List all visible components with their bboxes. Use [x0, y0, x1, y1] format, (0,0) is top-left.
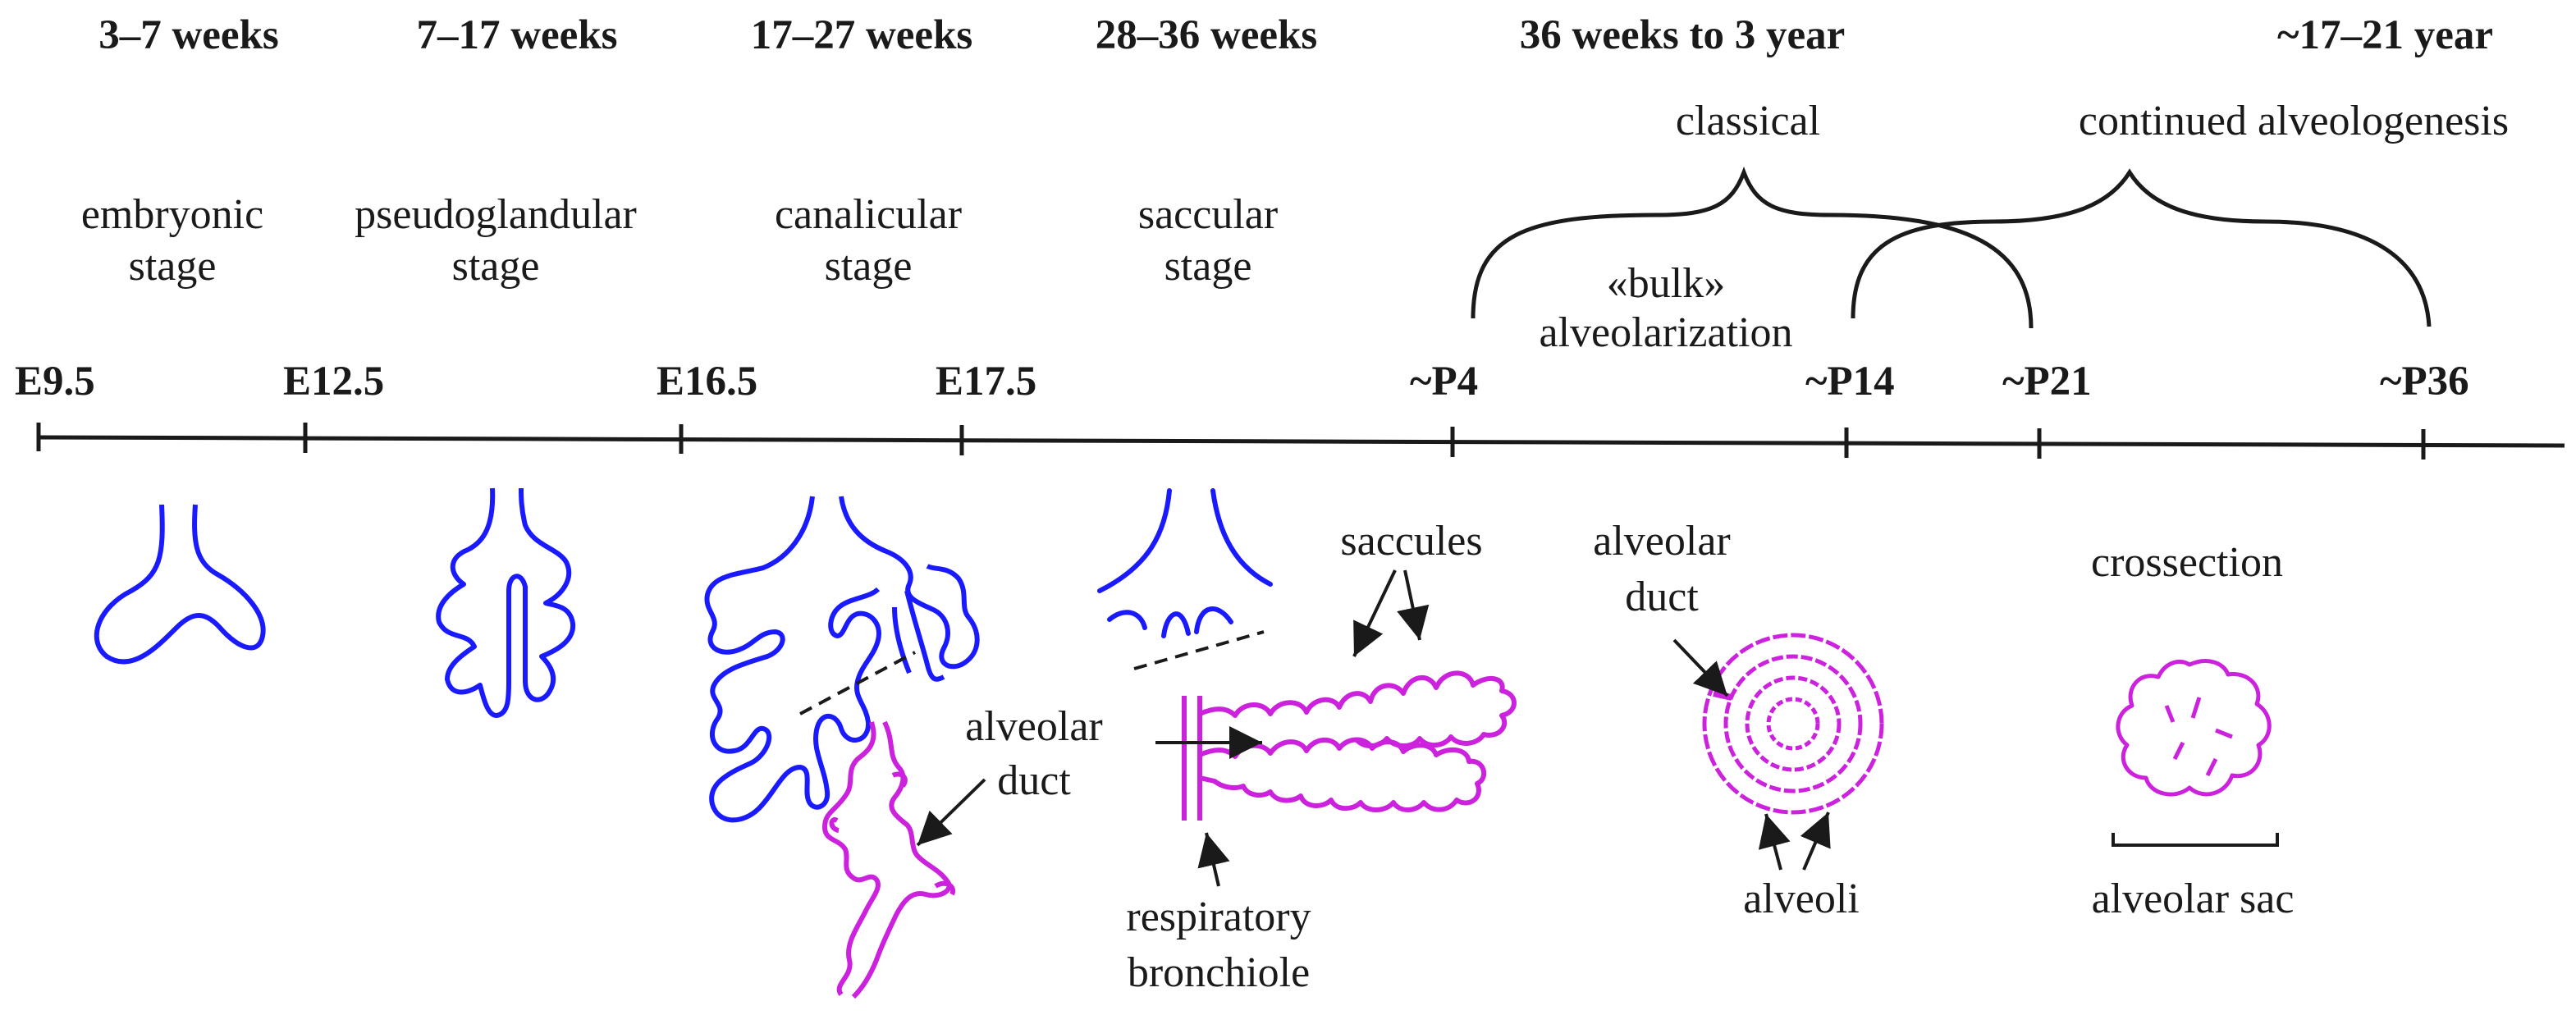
alveolarization-label: alveolarization: [1539, 309, 1793, 356]
saccules-label: saccules: [1340, 518, 1483, 565]
alveolar-sac-label: alveolar sac: [2091, 876, 2295, 922]
alveolar-duct-label-2: alveolar: [1593, 518, 1731, 565]
stage-label-pseudoglandular: pseudoglandular stage: [355, 189, 637, 293]
period-label-embryonic: 3–7 weeks: [98, 12, 279, 58]
timepoint-e16-5: E16.5: [657, 359, 758, 405]
timepoint-p14: ~P14: [1805, 359, 1895, 405]
period-label-canalicular: 17–27 weeks: [750, 12, 973, 58]
alveolar-sac-bracket: [2112, 833, 2279, 847]
alveolar-duct-label-1: alveolar: [965, 703, 1103, 750]
stage-name: pseudoglandular: [355, 191, 637, 238]
period-label-alveolar: 36 weeks to 3 year: [1519, 12, 1846, 58]
canalicular-magenta-acinus: [822, 720, 956, 999]
bulk-label: «bulk»: [1606, 260, 1726, 307]
timepoint-p21: ~P21: [2002, 359, 2092, 405]
timepoint-e17-5: E17.5: [936, 359, 1037, 405]
stage-label-canalicular: canalicular stage: [775, 189, 962, 293]
alveolar-duct-label-1-line2: duct: [997, 757, 1071, 804]
bronchiole-label: bronchiole: [1127, 949, 1311, 996]
classical-brace: [1471, 166, 2034, 329]
stage-label-saccular: saccular stage: [1138, 189, 1278, 293]
canalicular-tree: [704, 496, 980, 823]
stage-word: stage: [128, 243, 217, 290]
canalicular-dashed-link: [799, 651, 916, 716]
timepoint-e9-5: E9.5: [15, 359, 95, 405]
classical-label: classical: [1675, 98, 1821, 144]
alveolar-duct-arrow-1: [916, 778, 986, 847]
timepoint-p4: ~P4: [1410, 359, 1479, 405]
alveolar-sac-crossection: [2116, 659, 2272, 797]
saccular-airway: [1097, 488, 1273, 638]
stage-word: stage: [1164, 243, 1252, 290]
alveolar-duct-label-2-line2: duct: [1625, 574, 1699, 620]
embryonic-lung-bud: [94, 504, 266, 665]
saccules-arrow-b: [1397, 569, 1430, 641]
stage-word: stage: [824, 243, 913, 290]
alveolar-duct-arrow-2: [1672, 638, 1729, 697]
continued-alveologenesis-label: continued alveologenesis: [2078, 98, 2510, 144]
alveoli-arrow-b: [1800, 812, 1831, 871]
period-label-pseudoglandular: 7–17 weeks: [416, 12, 618, 58]
saccular-saccules: [1182, 670, 1517, 821]
timeline-axis: [36, 423, 2565, 459]
alveoli-arrow-a: [1758, 813, 1791, 871]
stage-name: saccular: [1137, 191, 1279, 238]
period-label-adult: ~17–21 year: [2277, 12, 2494, 58]
stage-label-embryonic: embryonic stage: [81, 189, 263, 293]
continued-brace: [1851, 168, 2432, 327]
crossection-label: crossection: [2091, 539, 2283, 586]
stage-name: canalicular: [774, 191, 963, 238]
saccular-dashed-link: [1133, 630, 1265, 670]
stage-word: stage: [451, 243, 540, 290]
timepoint-p36: ~P36: [2380, 359, 2469, 405]
pseudoglandular-buds: [436, 487, 576, 718]
saccules-arrow-a: [1352, 569, 1397, 657]
respiratory-bronchiole: [1182, 696, 1202, 821]
respiratory-bronchiole-arrow: [1197, 832, 1230, 887]
period-label-saccular: 28–36 weeks: [1095, 12, 1318, 58]
stage-name: embryonic: [80, 191, 264, 238]
respiratory-label: respiratory: [1126, 894, 1311, 940]
alveolarization-braces: [1471, 166, 2432, 329]
timepoint-e12-5: E12.5: [283, 359, 385, 405]
alveoli-label: alveoli: [1743, 876, 1860, 922]
alveolar-rosette: [1702, 633, 1884, 815]
